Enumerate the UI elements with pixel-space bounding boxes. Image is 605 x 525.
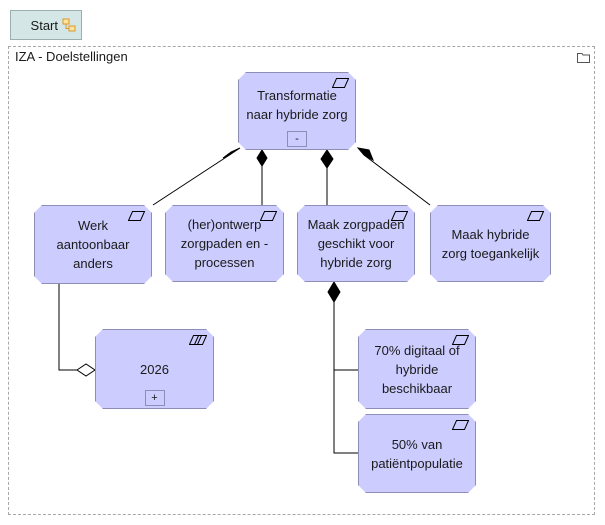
node-label: 50% van patiëntpopulatie xyxy=(371,436,463,471)
folder-icon xyxy=(577,53,590,63)
goal-node-transformatie[interactable]: Transformatie naar hybride zorg - xyxy=(238,72,356,150)
collapse-button[interactable]: - xyxy=(287,131,307,147)
expand-button[interactable]: + xyxy=(145,390,165,406)
goal-node-werk[interactable]: Werk aantoonbaar anders xyxy=(34,205,152,284)
goal-icon xyxy=(332,78,349,88)
goal-icon xyxy=(260,211,277,221)
node-label: Maak hybride zorg toegankelijk xyxy=(441,226,540,261)
node-label: Werk aantoonbaar anders xyxy=(56,218,130,271)
goal-node-zorgpaden[interactable]: Maak zorgpaden geschikt voor hybride zor… xyxy=(297,205,415,282)
structure-icon xyxy=(62,18,76,32)
grouping-container[interactable]: IZA - Doelstellingen xyxy=(8,46,595,515)
start-button-label: Start xyxy=(30,17,58,33)
node-label: 70% digitaal of hybride beschikbaar xyxy=(374,342,460,396)
goal-node-digitaal[interactable]: 70% digitaal of hybride beschikbaar xyxy=(358,329,476,409)
goal-icon xyxy=(128,211,145,221)
node-label: Maak zorgpaden geschikt voor hybride zor… xyxy=(307,217,405,270)
node-label: Transformatie naar hybride zorg xyxy=(246,88,348,122)
outcome-icon xyxy=(189,335,207,345)
goal-icon xyxy=(452,420,469,430)
node-label: 2026 xyxy=(140,361,169,377)
goal-icon xyxy=(391,211,408,221)
start-button[interactable]: Start xyxy=(10,10,82,40)
goal-icon xyxy=(452,335,469,345)
goal-node-herontwerp[interactable]: (her)ontwerp zorgpaden en - processen xyxy=(165,205,284,282)
goal-node-toegankelijk[interactable]: Maak hybride zorg toegankelijk xyxy=(430,205,551,282)
node-label: (her)ontwerp zorgpaden en - processen xyxy=(180,217,269,270)
goal-icon xyxy=(527,211,544,221)
plateau-node-2026[interactable]: 2026 + xyxy=(95,329,214,409)
group-title: IZA - Doelstellingen xyxy=(15,49,128,64)
goal-node-populatie[interactable]: 50% van patiëntpopulatie xyxy=(358,414,476,493)
